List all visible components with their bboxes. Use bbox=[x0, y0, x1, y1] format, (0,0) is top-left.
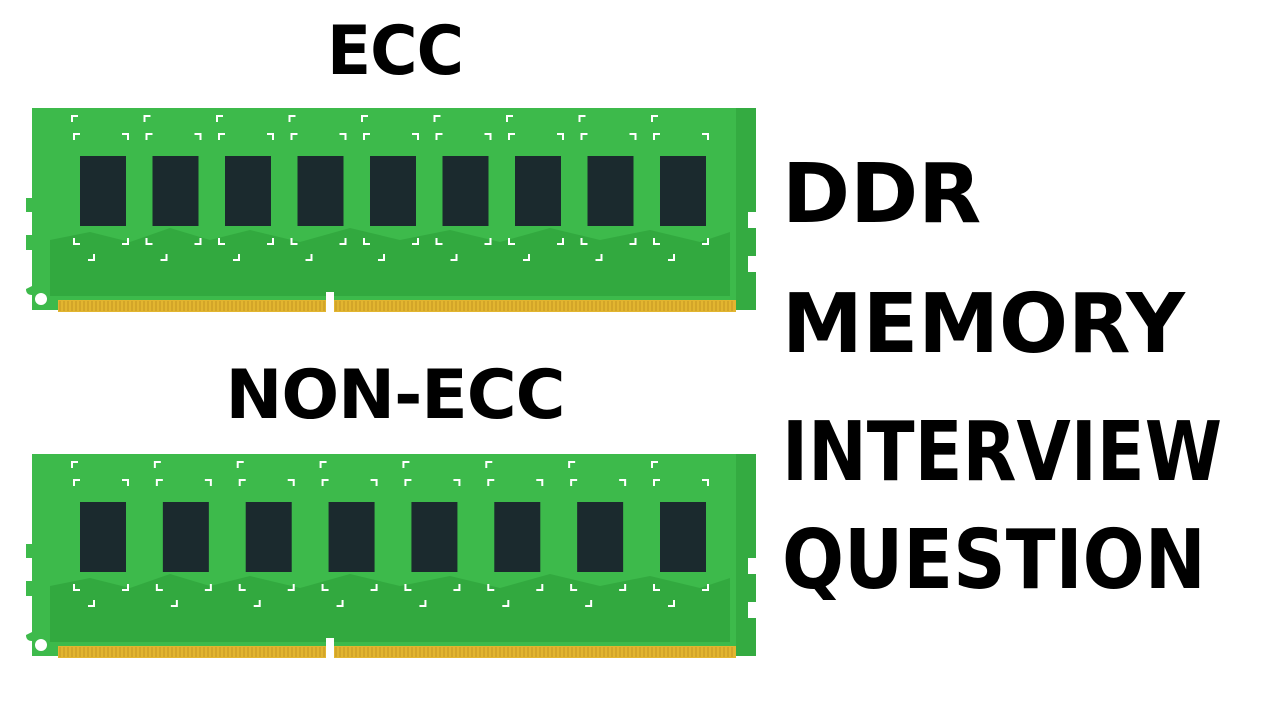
key-notch bbox=[326, 292, 334, 320]
title-ddr: DDR bbox=[782, 154, 981, 236]
non-ecc-memory-module bbox=[0, 446, 770, 666]
key-notch bbox=[326, 638, 334, 666]
title-question: QUESTION bbox=[782, 520, 1206, 602]
title-interview: INTERVIEW bbox=[782, 412, 1222, 494]
ecc-label: ECC bbox=[20, 18, 771, 86]
ecc-memory-module bbox=[0, 100, 770, 320]
non-ecc-label: NON-ECC bbox=[0, 362, 790, 430]
title-memory: MEMORY bbox=[782, 284, 1185, 366]
